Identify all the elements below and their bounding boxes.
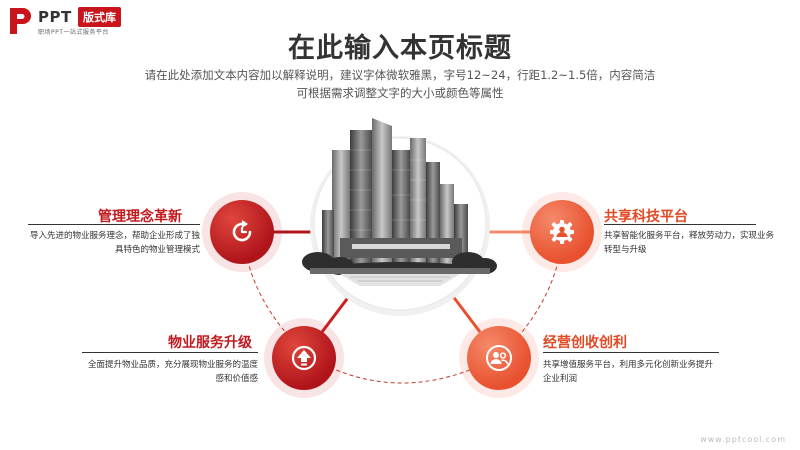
people-icon [486, 345, 512, 371]
node-icon-tech-platform[interactable] [530, 200, 594, 264]
node-icon-revenue[interactable] [467, 326, 531, 390]
node-title-management: 管理理念革新 [98, 209, 182, 225]
connector-bottom-left [320, 294, 352, 333]
node-icon-management[interactable] [210, 200, 274, 264]
logo: PPT 版式库 职场PPT一站式服务平台 [8, 6, 178, 38]
city-buildings-illustration [302, 118, 497, 286]
upgrade-arrow-icon [291, 345, 317, 371]
logo-p-icon [10, 8, 31, 34]
node-desc-service-upgrade: 全面提升物业品质，充分展现物业服务的温度感和价值感 [87, 360, 258, 384]
page-title: 在此输入本页标题 [288, 33, 512, 64]
dashed-connector [242, 231, 564, 384]
node-desc-tech-platform: 共享智能化服务平台，释放劳动力，实现业务转型与升级 [604, 231, 775, 255]
node-rule-tech-platform [604, 224, 756, 225]
node-title-tech-platform: 共享科技平台 [604, 209, 688, 225]
gear-user-icon [550, 220, 574, 244]
node-title-revenue: 经营创收创利 [543, 335, 627, 351]
node-icon-service-upgrade[interactable] [272, 326, 336, 390]
watermark: www.pptcool.com [700, 435, 786, 444]
node-rule-revenue [543, 352, 719, 353]
subtitle-line-2: 可根据需求调整文字的大小或颜色等属性 [296, 86, 504, 100]
logo-tagline: 职场PPT一站式服务平台 [38, 29, 109, 36]
node-title-service-upgrade: 物业服务升级 [168, 335, 252, 351]
logo-badge: 版式库 [78, 7, 121, 27]
logo-brand: PPT [38, 8, 72, 26]
refresh-clock-icon [232, 220, 252, 242]
node-desc-management: 导入先进的物业服务理念，帮助企业形成了独具特色的物业管理模式 [29, 231, 200, 255]
node-desc-revenue: 共享增值服务平台，利用多元化创新业务提升企业利润 [543, 360, 714, 384]
subtitle-line-1: 请在此处添加文本内容加以解释说明，建议字体微软雅黑，字号12~24，行距1.2~… [144, 68, 656, 82]
node-rule-management [28, 224, 200, 225]
node-rule-service-upgrade [82, 352, 258, 353]
connector-bottom-right [450, 294, 482, 333]
page-subtitle: 请在此处添加文本内容加以解释说明，建议字体微软雅黑，字号12~24，行距1.2~… [100, 66, 700, 102]
